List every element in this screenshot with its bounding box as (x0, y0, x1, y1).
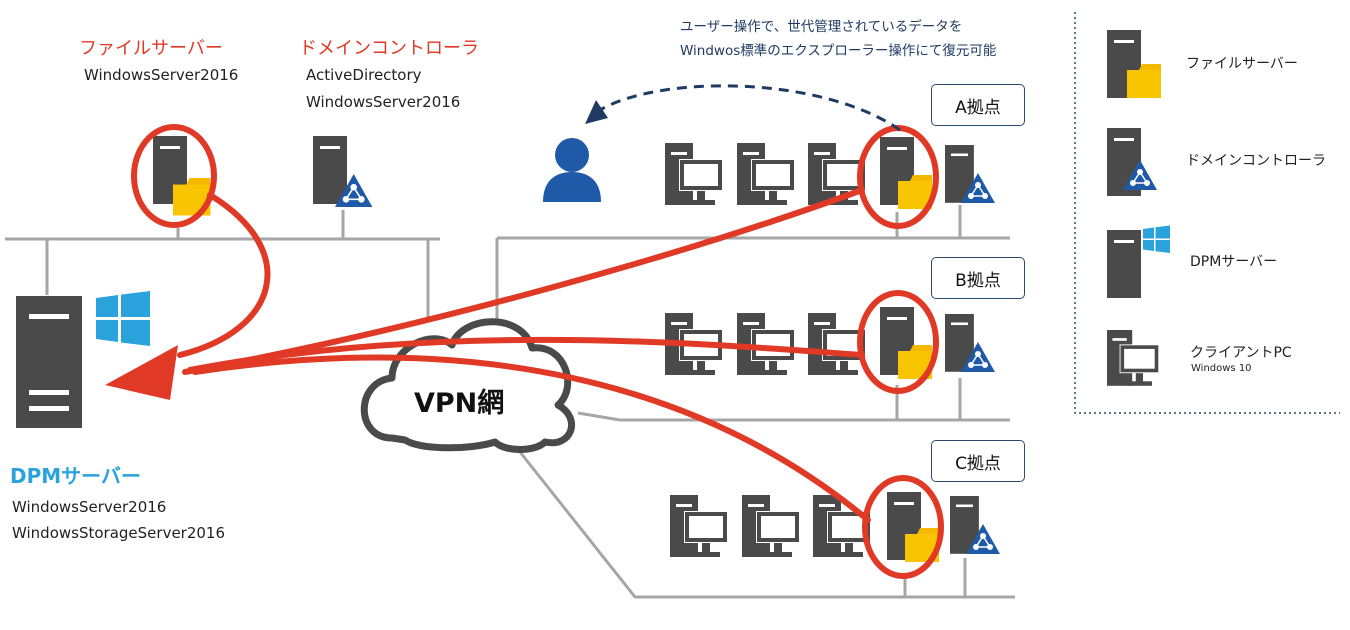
legend-file-server-label: ファイルサーバー (1186, 56, 1298, 72)
site-c-clients (668, 493, 873, 559)
legend-client-pc-os: Windows 10 (1191, 363, 1252, 374)
site-c-file-server-icon (887, 492, 939, 562)
legend-file-server-icon (1107, 30, 1161, 98)
site-b-file-server-icon (880, 307, 932, 379)
legend-domain-controller-label: ドメインコントローラ (1186, 153, 1326, 169)
legend-domain-controller-icon (1107, 128, 1158, 196)
note-line2: Windwos標準のエクスプローラー操作にて復元可能 (680, 43, 997, 59)
dpm-server-title: DPMサーバー (10, 464, 141, 488)
legend-client-pc-label: クライアントPC (1190, 345, 1292, 361)
dpm-server-line2: WindowsStorageServer2016 (12, 524, 226, 542)
backup-arrows (177, 187, 871, 523)
site-a-file-server-icon (880, 137, 932, 209)
backup-arrowhead (105, 345, 178, 400)
vpn-cloud (360, 318, 576, 453)
legend-dpm-server-icon (1107, 225, 1170, 298)
dpm-server-icon (16, 296, 82, 428)
domain-controller-icon (313, 136, 374, 208)
site-b-label: B拠点 (931, 257, 1025, 299)
site-a-clients (663, 141, 868, 207)
site-a-label: A拠点 (931, 84, 1025, 126)
dpm-server-line1: WindowsServer2016 (12, 498, 167, 516)
vpn-label: VPN網 (414, 388, 505, 419)
restore-arrow (599, 84, 901, 132)
user-icon (543, 138, 601, 202)
restore-arrowhead (585, 100, 608, 124)
domain-controller-line1: ActiveDirectory (306, 66, 422, 84)
file-server-icon (153, 136, 211, 216)
site-c-label: C拠点 (931, 440, 1025, 482)
legend-border (1074, 12, 1340, 414)
note-line1: ユーザー操作で、世代管理されているデータを (680, 19, 963, 35)
domain-controller-title: ドメインコントローラ (299, 38, 479, 59)
legend-dpm-server-label: DPMサーバー (1190, 254, 1278, 270)
site-a-domain-controller-icon (945, 145, 996, 204)
file-server-os: WindowsServer2016 (84, 66, 239, 84)
site-b-domain-controller-icon (945, 314, 996, 373)
legend-client-pc-icon (1105, 328, 1161, 388)
file-server-title: ファイルサーバー (79, 38, 223, 59)
network-lines (5, 205, 1015, 599)
site-c-domain-controller-icon (950, 496, 1001, 555)
domain-controller-line2: WindowsServer2016 (306, 93, 461, 111)
windows-logo-icon (96, 291, 150, 346)
